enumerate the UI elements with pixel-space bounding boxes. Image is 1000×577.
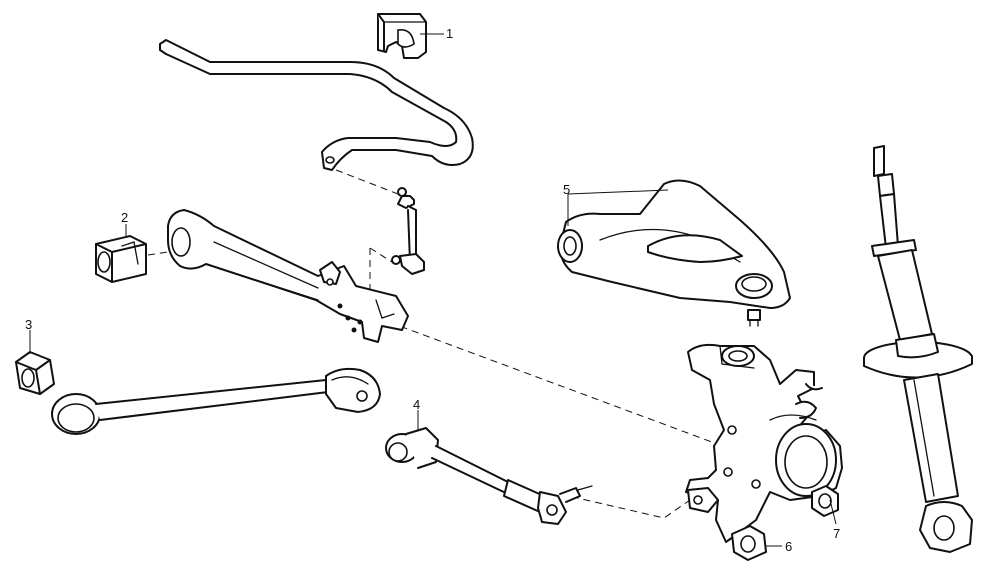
knuckle-bushing-6 (731, 525, 767, 561)
stabilizer-link (391, 187, 425, 275)
callout-7: 7 (833, 526, 840, 541)
callout-2: 2 (121, 210, 128, 225)
callout-5: 5 (563, 182, 570, 197)
toe-control-rod (385, 427, 593, 525)
assembly-lines (147, 169, 729, 519)
callout-1: 1 (446, 26, 453, 41)
lateral-rod (51, 367, 381, 435)
trailing-arm-bushing (15, 351, 55, 395)
callout-4: 4 (413, 397, 420, 412)
callout-6: 6 (785, 539, 792, 554)
callout-3: 3 (25, 317, 32, 332)
lower-arm-bushing (95, 235, 147, 283)
upper-arm (557, 179, 791, 327)
stabilizer-bushing (377, 13, 427, 59)
knuckle-bushing-7 (811, 485, 839, 517)
stabilizer-bar (159, 39, 474, 171)
leader-lines (29, 33, 837, 547)
shock-absorber (863, 145, 973, 553)
lower-arm (167, 209, 409, 343)
steering-knuckle (685, 343, 843, 543)
